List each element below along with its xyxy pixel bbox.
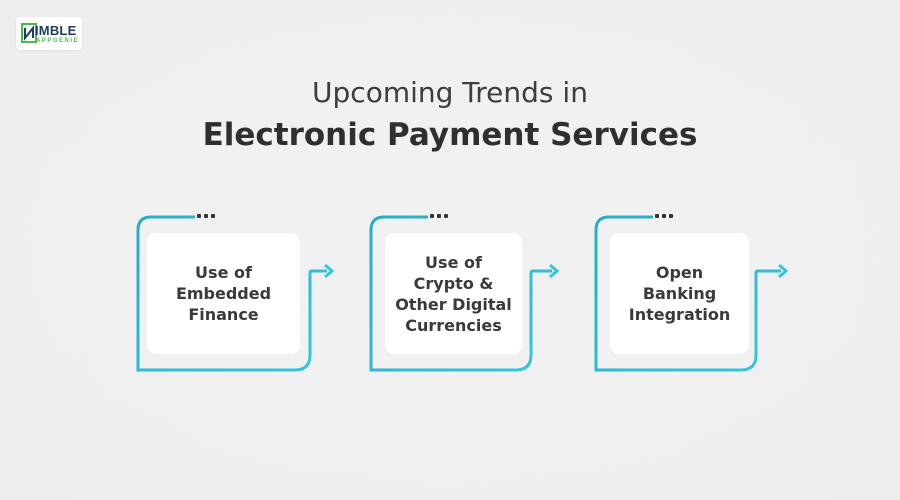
arrow-right-icon <box>324 263 335 279</box>
arrow-right-icon <box>549 263 560 279</box>
trend-frame-2 <box>369 215 560 372</box>
trend-label-2: Use of Crypto & Other Digital Currencies <box>395 252 512 335</box>
trend-card-2: Use of Crypto & Other Digital Currencies <box>385 233 522 354</box>
ellipsis-icon <box>197 214 215 218</box>
trend-item-2: Use of Crypto & Other Digital Currencies <box>368 208 583 378</box>
trend-label-1: Use of Embedded Finance <box>175 263 272 324</box>
logo-mark-icon <box>21 23 37 43</box>
page-title-line-1: Upcoming Trends in <box>312 76 588 109</box>
brand-logo: IMBLE APPGENIE <box>16 17 82 50</box>
arrow-right-icon <box>778 263 789 279</box>
trend-card-1: Use of Embedded Finance <box>147 233 300 354</box>
logo-wordmark: IMBLE <box>35 23 77 38</box>
trend-frame-1 <box>136 215 335 372</box>
page-title-line-2: Electronic Payment Services <box>202 117 698 153</box>
trend-label-3: Open Banking Integration <box>628 263 731 324</box>
ellipsis-icon <box>430 214 448 218</box>
ellipsis-icon <box>655 214 673 218</box>
trend-card-3: Open Banking Integration <box>610 233 749 354</box>
trend-frame-3 <box>594 215 789 372</box>
trend-item-1: Use of Embedded Finance <box>135 208 350 378</box>
trend-item-3: Open Banking Integration <box>593 208 808 378</box>
logo-tagline: APPGENIE <box>36 38 80 44</box>
